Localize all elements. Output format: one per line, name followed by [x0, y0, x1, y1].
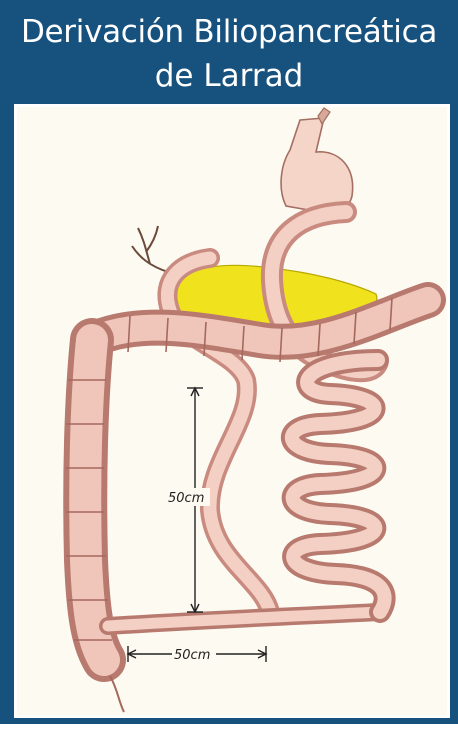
small-bowel-loops — [292, 360, 385, 612]
appendix — [110, 676, 124, 712]
horizontal-measure-label: 50cm — [174, 648, 210, 663]
stomach-shape — [281, 118, 353, 212]
bile-duct-branches — [132, 226, 168, 272]
vertical-measure-label: 50cm — [168, 491, 204, 506]
